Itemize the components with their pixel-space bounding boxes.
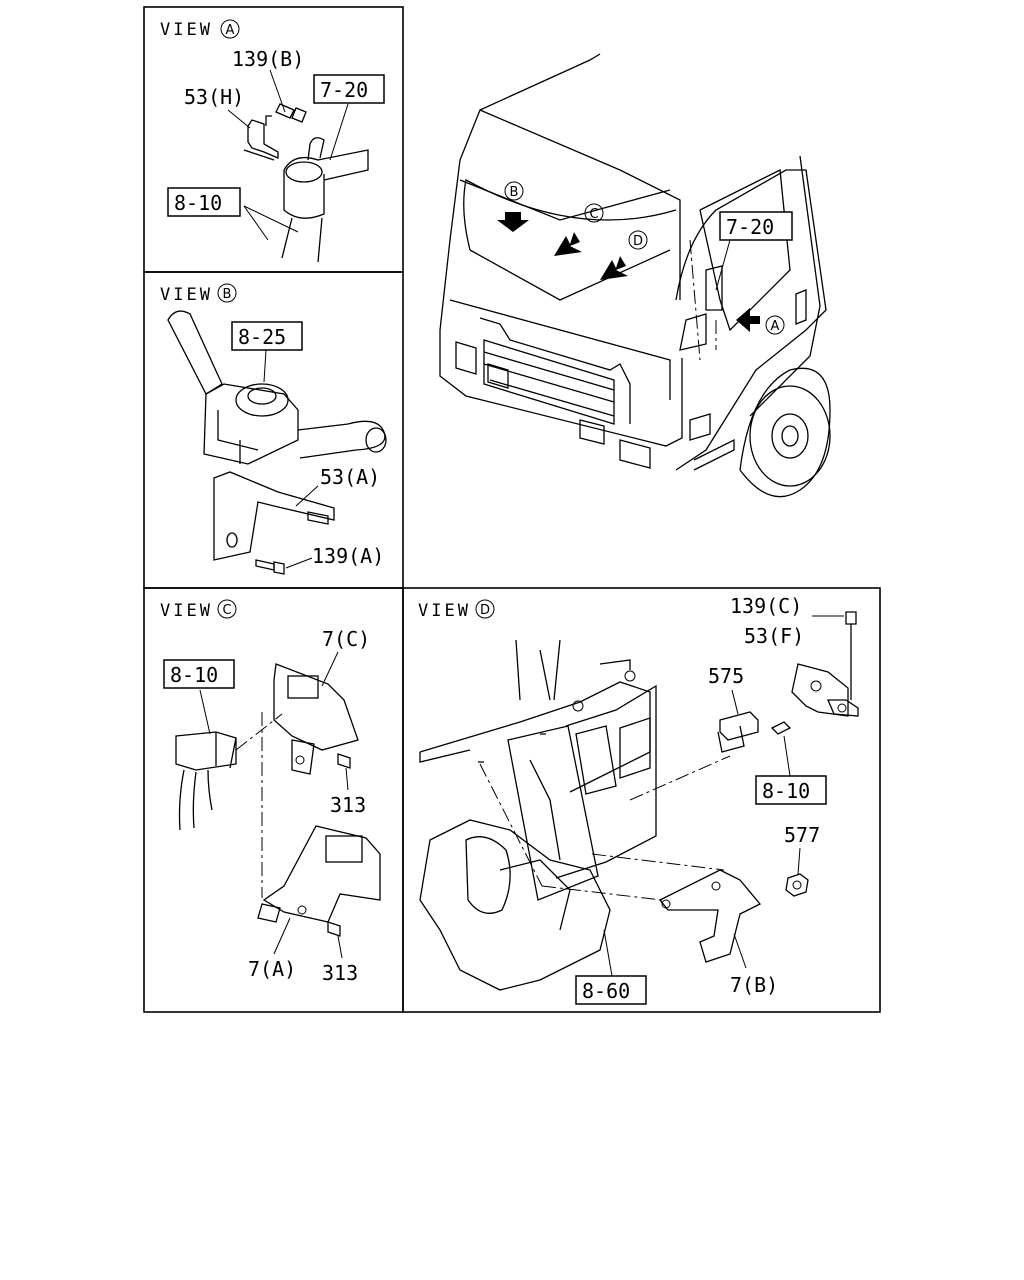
label-139c: 139(C) — [730, 594, 802, 618]
panel-frames — [143, 6, 881, 1013]
nut-577-drawing — [785, 847, 809, 897]
view-arrows — [497, 212, 760, 332]
label-7a: 7(A) — [248, 957, 296, 981]
view-b-circle — [217, 283, 237, 303]
connector-drawing-c — [175, 689, 283, 831]
label-7b: 7(B) — [730, 973, 778, 997]
label-8-10-a: 8-10 — [174, 191, 222, 215]
view-a-title: VIEW — [160, 20, 213, 40]
view-b-letter: B — [223, 287, 232, 302]
arrow-a-icon — [736, 308, 760, 332]
bracket-7a-drawing — [257, 712, 381, 955]
bolt-139a-drawing — [255, 557, 313, 575]
label-8-60: 8-60 — [582, 979, 630, 1003]
bracket-7b-drawing — [603, 869, 762, 977]
view-a-circle — [220, 19, 240, 39]
label-8-10-c: 8-10 — [170, 663, 218, 687]
ref-box-7-20-main — [719, 211, 793, 241]
label-313-bot: 313 — [322, 961, 358, 985]
bracket-53a-drawing — [213, 471, 335, 561]
ref-box-8-25 — [231, 321, 303, 351]
view-d-letter: D — [480, 603, 490, 618]
arrow-d-icon — [600, 256, 628, 280]
relay-575-drawing — [717, 689, 759, 753]
view-b-title: VIEW — [160, 285, 213, 305]
view-d-circle — [475, 599, 495, 619]
view-c-letter: C — [222, 603, 231, 618]
label-139b: 139(B) — [232, 47, 304, 71]
view-c-title: VIEW — [160, 601, 213, 621]
connector-drawing-a — [243, 103, 369, 263]
ref-box-8-10-a — [167, 187, 241, 217]
arrow-b-icon — [497, 212, 529, 232]
arrow-c-icon — [554, 232, 582, 256]
label-7-20-a: 7-20 — [320, 78, 368, 102]
label-577: 577 — [784, 823, 820, 847]
ref-box-8-60 — [575, 975, 647, 1005]
main-callouts: B C D A 7-20 — [504, 181, 793, 335]
ref-box-7-20-a — [313, 74, 385, 104]
nut-313-bot-drawing — [327, 921, 343, 959]
combination-switch-drawing — [167, 310, 387, 465]
label-8-10-d: 8-10 — [762, 779, 810, 803]
label-53a: 53(A) — [320, 465, 380, 489]
label-313-top: 313 — [330, 793, 366, 817]
view-a-letter: A — [226, 23, 235, 38]
view-c-circle — [217, 599, 237, 619]
bracket-53f-drawing — [791, 611, 859, 717]
callout-c: C — [589, 207, 598, 222]
callout-a: A — [771, 319, 780, 334]
view-d-panel: VIEW D 139(C) 53(F) 575 8-10 577 8-60 7(… — [418, 594, 859, 1005]
view-a-panel: VIEW A 139(B) 53(H) 7-20 8-10 — [160, 19, 385, 263]
nut-313-top-drawing — [337, 753, 351, 791]
callout-d: D — [633, 234, 643, 249]
view-c-panel: VIEW C 7(C) 8-10 313 7(A) 313 — [160, 599, 381, 985]
view-b-panel: VIEW B 8-25 53(A) 139(A) — [160, 283, 387, 575]
label-8-25: 8-25 — [238, 325, 286, 349]
view-d-title: VIEW — [418, 601, 471, 621]
ref-box-8-10-c — [163, 659, 235, 689]
callout-b: B — [510, 185, 519, 200]
ref-box-8-10-d — [755, 775, 827, 805]
label-575: 575 — [708, 664, 744, 688]
label-7-20-main: 7-20 — [726, 215, 774, 239]
label-53h: 53(H) — [184, 85, 244, 109]
bolt-139b-drawing — [269, 69, 307, 123]
bracket-7c-drawing — [273, 651, 359, 775]
truck-cab-drawing — [439, 53, 831, 498]
heater-unit-drawing — [419, 639, 731, 991]
label-7c: 7(C) — [322, 627, 370, 651]
screw-8-10-d-drawing — [770, 721, 792, 777]
label-139a: 139(A) — [312, 544, 384, 568]
label-53f: 53(F) — [744, 624, 804, 648]
bracket-53h-drawing — [227, 109, 279, 161]
